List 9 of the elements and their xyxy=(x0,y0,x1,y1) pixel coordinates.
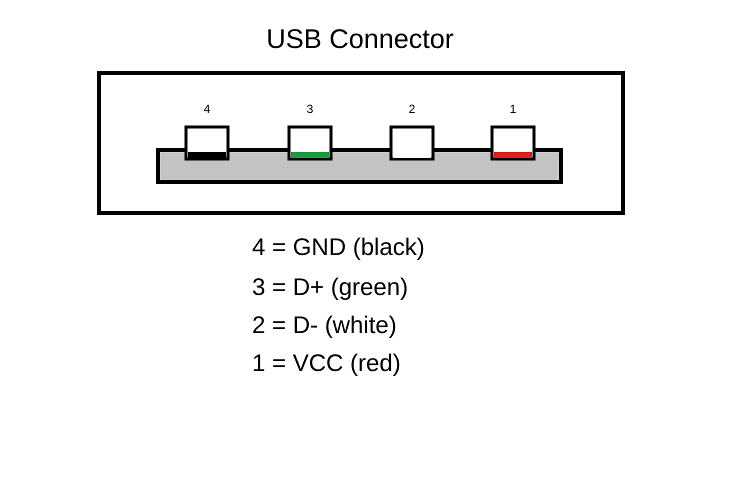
pin-description: 2 = D- (white) xyxy=(252,312,397,340)
diagram-title: USB Connector xyxy=(266,24,454,55)
pin-description: 1 = VCC (red) xyxy=(252,350,401,378)
pin-number: 3 xyxy=(306,102,314,116)
pin-description: 3 = D+ (green) xyxy=(252,274,408,302)
pin-number: 2 xyxy=(408,102,416,116)
pin-number: 1 xyxy=(510,102,516,116)
pin-description: 4 = GND (black) xyxy=(252,234,425,262)
pin-number: 4 xyxy=(204,102,210,116)
